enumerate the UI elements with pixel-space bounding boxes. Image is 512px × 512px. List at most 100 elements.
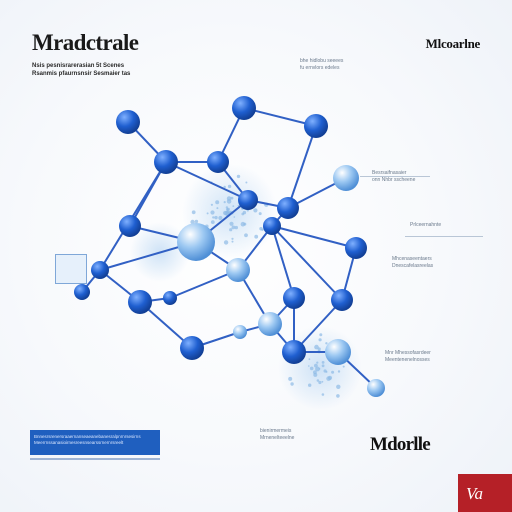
atom [163, 291, 177, 305]
main-title: Mradctrale [32, 30, 139, 55]
speckle [321, 380, 324, 383]
bond [169, 269, 239, 299]
atom [226, 258, 250, 282]
atom [238, 190, 258, 210]
top-right-label: Mlcoarlne [425, 36, 481, 51]
speckle [325, 342, 328, 345]
speckle [191, 210, 196, 215]
speckle [214, 215, 218, 220]
speckle [210, 210, 215, 215]
speckle [212, 216, 215, 219]
speckle [206, 212, 209, 215]
speckle [336, 384, 341, 389]
atom [91, 261, 109, 279]
note-line: Mrnenelteeelne [260, 435, 295, 441]
atom [119, 215, 141, 237]
callout-line [360, 176, 430, 177]
bond [243, 107, 317, 127]
speckle [321, 393, 325, 396]
atom [232, 96, 256, 120]
atom [116, 110, 140, 134]
speckle [314, 344, 319, 350]
atom [263, 217, 281, 235]
speckle [237, 204, 240, 207]
speckle [229, 221, 234, 226]
speckle [336, 394, 340, 398]
callout-line [405, 236, 483, 237]
speckle [316, 379, 320, 382]
speckle [326, 376, 331, 381]
speckle [190, 219, 195, 225]
speckle [288, 376, 293, 381]
note-right-3: Mhcenaseentaers Dnescafelasreelas [392, 256, 433, 270]
atom [180, 336, 204, 360]
speckle [342, 365, 345, 368]
note-line: Mhcenaseentaers [392, 256, 432, 262]
speckle [234, 225, 238, 230]
note-line: Mnr Mhessofasrdeer [385, 350, 431, 356]
speckle [309, 366, 314, 371]
speckle [325, 370, 328, 373]
atom [207, 151, 229, 173]
speckle [232, 205, 235, 208]
note-line: onn Nhbr sscheene [372, 177, 416, 183]
atom [367, 379, 385, 397]
speckle [226, 196, 232, 201]
speckle [227, 184, 232, 189]
atom [154, 150, 178, 174]
speckle [331, 370, 335, 374]
subtitle-line: Rsanmis pfaurnsnsir Sesmaier tas [32, 71, 131, 77]
note-line: bienirmermeis [260, 428, 292, 434]
speckle [223, 240, 229, 245]
note-line: fu ernvlors edeles [300, 65, 340, 71]
speckle [242, 210, 247, 215]
speckle [313, 372, 318, 377]
atom [345, 237, 367, 259]
speckle [233, 216, 236, 218]
atom [177, 223, 215, 261]
speckle [308, 383, 312, 387]
speckle [215, 200, 220, 205]
speckle [236, 174, 241, 179]
atom [333, 165, 359, 191]
speckle [261, 228, 264, 231]
bond [271, 225, 343, 301]
subtitle: Nsis pesnisrarerasian 5t Scenes Rsanmis … [32, 62, 212, 78]
atom [128, 290, 152, 314]
speckle [308, 358, 311, 361]
note-right-4: Mnr Mhessofasrdeer Meentenenelnosses [385, 350, 431, 364]
note-line: Dnescafelasreelas [392, 263, 434, 269]
bond [271, 225, 295, 299]
speckle [317, 347, 321, 351]
speckle [229, 228, 233, 232]
note-line: Meentenenelnosses [385, 357, 430, 363]
speckle [308, 365, 310, 367]
speckle [231, 240, 234, 243]
note-bottom-center: bienirmermeis Mrnenelteeelne [260, 428, 294, 442]
speckle [244, 233, 248, 238]
atom [258, 312, 282, 336]
subtitle-line: Nsis pesnisrarerasian 5t Scenes [32, 63, 125, 69]
bond [287, 125, 317, 209]
speckle [231, 225, 236, 230]
speckle [243, 222, 247, 226]
note-right-2: Prlceernahnte [410, 222, 442, 228]
atom [74, 284, 90, 300]
speckle [223, 185, 226, 189]
footer-info-box: Bnnesrsrenersraaernanseaeanebanesralpnrn… [30, 430, 160, 455]
speckle [315, 366, 320, 372]
speckle [218, 215, 223, 221]
note-top-center: bhe hidlobu seeees fu ernvlors edeles [300, 58, 343, 72]
speckle [318, 368, 321, 370]
footer-divider [30, 458, 160, 460]
atom [277, 197, 299, 219]
atom [283, 287, 305, 309]
logo-mark: Va [466, 484, 483, 503]
speckle [225, 206, 229, 209]
speckle [231, 237, 234, 240]
bond [165, 161, 249, 201]
atom [233, 325, 247, 339]
note-right-1: Besrsaifnasaier onn Nhbr sscheene [372, 170, 415, 184]
speckle [321, 361, 325, 364]
